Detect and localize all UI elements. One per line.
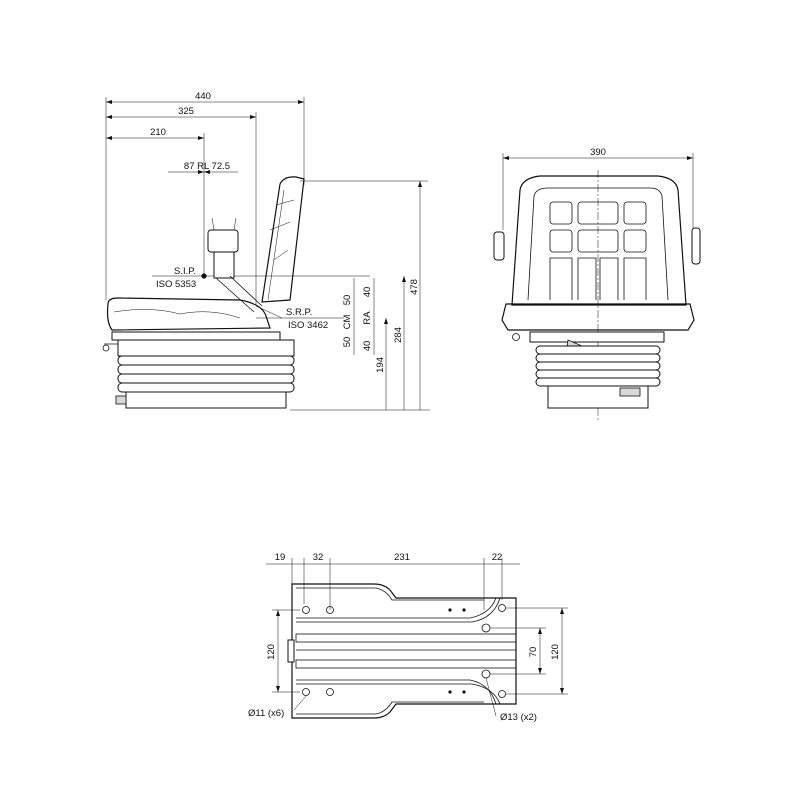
hole-callouts: Ø11 (x6) Ø13 (x2) xyxy=(248,677,537,723)
front-view: 390 xyxy=(493,147,701,420)
cm-ra-dimensions: 50 CM 50 40 RA 40 xyxy=(342,278,375,355)
dim-120-right-label: 120 xyxy=(550,644,561,660)
dim-front-width: 390 xyxy=(502,147,694,230)
dim-backrest: 325 xyxy=(106,106,257,305)
seat-side-drawing xyxy=(102,176,305,409)
dim-325-label: 325 xyxy=(178,106,194,117)
dim-total-depth: 440 xyxy=(106,91,305,185)
base-plate-outline xyxy=(291,583,517,719)
dim-194-label: 194 xyxy=(375,357,386,373)
dim-440-label: 440 xyxy=(195,91,211,102)
ra-down-label: 40 xyxy=(362,341,373,352)
dim-top-row: 19 32 231 22 xyxy=(266,552,520,610)
dim-210-label: 210 xyxy=(150,127,166,138)
hole-small-label: Ø11 (x6) xyxy=(248,708,284,719)
dim-390-label: 390 xyxy=(590,147,606,158)
dim-70-label: 70 xyxy=(528,647,539,658)
sip-label: S.I.P. xyxy=(174,266,196,277)
dim-right: 70 120 xyxy=(490,607,568,695)
mounting-holes xyxy=(302,604,506,698)
cm-down-label: 50 xyxy=(342,337,353,348)
dim-284-label: 284 xyxy=(393,327,404,343)
dim-32-label: 32 xyxy=(313,552,324,563)
dim-sip: 210 xyxy=(106,127,205,275)
sip-standard: ISO 5353 xyxy=(156,279,196,290)
srp-standard: ISO 3462 xyxy=(288,320,328,331)
dim-rl: 87 RL 72.5 xyxy=(168,161,238,174)
side-view: 440 325 210 87 RL 72.5 xyxy=(102,91,430,411)
dim-120-left-label: 120 xyxy=(266,644,277,660)
dim-rl-label: 87 RL 72.5 xyxy=(184,161,230,172)
dim-22-label: 22 xyxy=(492,552,503,563)
dim-231-label: 231 xyxy=(394,552,410,563)
sip-marker: S.I.P. ISO 5353 xyxy=(152,266,370,290)
base-plate-view: 19 32 231 22 xyxy=(248,552,568,723)
dim-478-label: 478 xyxy=(409,279,420,295)
cm-label: CM xyxy=(342,315,353,330)
dim-heights: 194 284 478 xyxy=(290,180,430,411)
dim-19-label: 19 xyxy=(275,552,286,563)
ra-up-label: 40 xyxy=(362,287,373,298)
srp-label: S.R.P. xyxy=(286,307,312,318)
dim-left-120: 120 xyxy=(266,609,300,693)
hole-large-label: Ø13 (x2) xyxy=(500,712,537,723)
seat-front-drawing xyxy=(493,175,701,409)
ra-label: RA xyxy=(362,311,373,325)
cm-up-label: 50 xyxy=(342,295,353,306)
